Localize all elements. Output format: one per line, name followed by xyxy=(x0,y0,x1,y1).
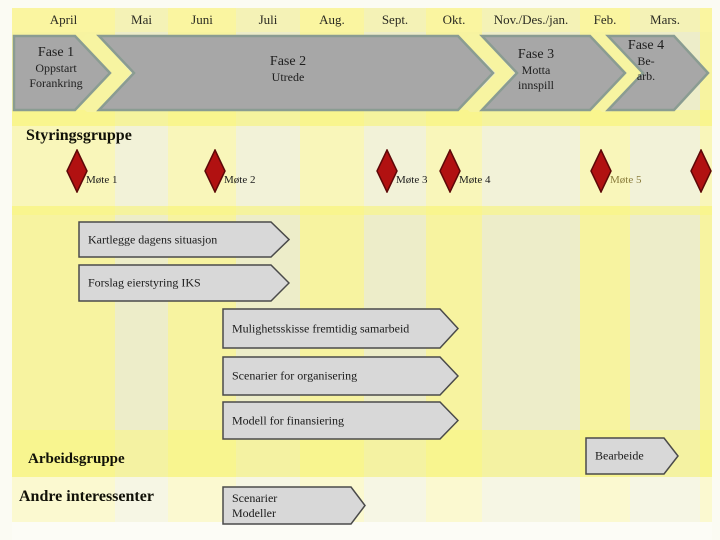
phase-arrow-fase1 xyxy=(12,34,112,112)
task-label: Mulighetsskisse fremtidig samarbeid xyxy=(232,321,410,335)
phase-arrow-fase2 xyxy=(96,34,495,112)
milestone-mote-3: Møte 3 xyxy=(376,149,466,195)
phase-fase3-text: Fase 3 Motta innspill xyxy=(494,46,578,93)
task-arrow-shape xyxy=(78,221,290,258)
phase-subtitle: Oppstart xyxy=(35,61,77,75)
phase-subtitle: Utrede xyxy=(271,70,305,84)
task-label: Forslag eierstyring IKS xyxy=(88,275,201,290)
milestone-diamond-icon xyxy=(66,149,88,193)
task-bar-scenarier-for-organisering: Scenarier for organisering xyxy=(222,356,459,396)
phase-title: Fase 2 xyxy=(269,54,307,69)
milestone-mote-5: Møte 5 xyxy=(590,149,680,195)
phase-arrow-fase3 xyxy=(479,34,627,112)
milestone-mote-2: Møte 2 xyxy=(204,149,294,195)
task-label: Scenarier Modeller xyxy=(232,491,277,521)
task-arrow-shape xyxy=(222,308,459,349)
month-label-okt: Okt. xyxy=(442,12,466,27)
group-label-andre-interessenter: Andre interessenter xyxy=(19,488,154,505)
task-bar-scenarier-modeller: Scenarier Modeller xyxy=(222,486,366,525)
task-bar-kartlegge-dagens-situasjon: Kartlegge dagens situasjon xyxy=(78,221,290,258)
phase-fase1-text: Fase 1 Oppstart Forankring xyxy=(14,44,98,91)
month-label-juli: Juli xyxy=(258,12,278,27)
task-arrow-shape xyxy=(78,264,290,302)
month-label-mars: Mars. xyxy=(650,12,680,27)
milestone-mote-4: Møte 4 xyxy=(439,149,529,195)
task-label: Scenarier for organisering xyxy=(232,368,358,383)
task-bar-forslag-eierstyring-iks: Forslag eierstyring IKS xyxy=(78,264,290,302)
month-label-nov-des-jan: Nov./Des./jan. xyxy=(493,12,569,27)
month-label-juni: Juni xyxy=(191,12,213,27)
task-arrow-shape xyxy=(222,401,459,440)
task-label-line: Modeller xyxy=(232,505,276,520)
phase-arrow-band xyxy=(12,34,710,112)
task-label: Kartlegge dagens situasjon xyxy=(88,232,218,246)
milestone-diamond-icon xyxy=(439,149,461,193)
phase-fase2-text: Fase 2 Utrede xyxy=(218,53,358,85)
group-label-arbeidsgruppe: Arbeidsgruppe xyxy=(28,451,125,467)
task-arrow-shape xyxy=(585,437,679,475)
phase-title: Fase 1 xyxy=(37,45,75,60)
phase-fase4-text: Fase 4 Be- arb. xyxy=(627,37,665,84)
task-label: Bearbeide xyxy=(595,448,644,463)
phase-subtitle: arb. xyxy=(636,69,656,83)
group-label-styringsgruppe: Styringsgruppe xyxy=(26,127,132,144)
phase-gap-chevron xyxy=(81,34,132,112)
phase-arrow-fase4 xyxy=(605,34,710,112)
phase-subtitle: Motta xyxy=(521,63,551,77)
milestone-label: Møte 4 xyxy=(459,174,491,186)
phase-title: Fase 4 xyxy=(627,38,665,53)
phase-subtitle: Forankring xyxy=(29,76,83,90)
phase-gap-chevron xyxy=(464,34,515,112)
phase-gap-chevron xyxy=(596,34,647,112)
milestone-label: Møte 1 xyxy=(86,174,118,186)
milestone-label: Møte 3 xyxy=(396,174,428,186)
phase-title: Fase 3 xyxy=(517,47,555,62)
month-label-aug: Aug. xyxy=(319,12,345,27)
milestone-diamond-icon xyxy=(590,149,612,193)
task-arrow-shape xyxy=(222,356,459,396)
milestone-diamond-icon xyxy=(690,149,712,193)
month-label-april: April xyxy=(49,12,78,27)
milestone-label: Møte 2 xyxy=(224,174,256,186)
milestone-diamond-icon xyxy=(204,149,226,193)
month-label-feb: Feb. xyxy=(593,12,617,27)
milestone-diamond-icon xyxy=(376,149,398,193)
milestone-unlabeled xyxy=(690,149,720,195)
month-label-mai: Mai xyxy=(131,12,152,27)
phase-subtitle: Be- xyxy=(637,54,655,68)
task-label-line: Scenarier xyxy=(232,490,278,505)
milestone-mote-1: Møte 1 xyxy=(66,149,156,195)
task-bar-modell-for-finansiering: Modell for finansiering xyxy=(222,401,459,440)
task-bar-mulighetsskisse: Mulighetsskisse fremtidig samarbeid xyxy=(222,308,459,349)
milestone-label: Møte 5 xyxy=(610,174,642,186)
task-bar-bearbeide: Bearbeide xyxy=(585,437,679,475)
phase-subtitle: innspill xyxy=(517,78,554,92)
task-arrow-shape xyxy=(222,486,366,525)
month-column-stripe xyxy=(700,8,712,522)
task-label: Modell for finansiering xyxy=(232,413,344,427)
month-label-sept: Sept. xyxy=(381,12,409,27)
